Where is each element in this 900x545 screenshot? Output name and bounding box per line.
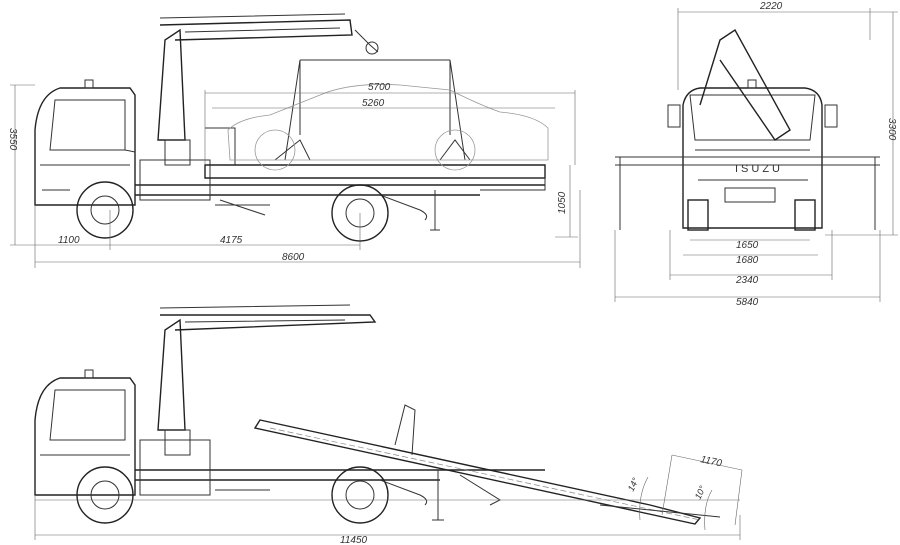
truck-cab	[34, 79, 136, 206]
crane	[157, 13, 379, 166]
front-view: ISUZU 2220 3300 1650 1680 2340 5840	[614, 1, 898, 308]
brand-label: ISUZU	[735, 163, 783, 175]
dim-height-total: 3550	[7, 128, 18, 151]
side-view-transport: 3550 5700 5260 1050 1100 4175 8600	[7, 13, 581, 268]
dim-track-rear: 1680	[736, 255, 759, 266]
dim-height: 3300	[886, 118, 897, 141]
dim-body-width: 2340	[735, 275, 759, 286]
dim-front-overhang: 1100	[58, 235, 80, 246]
dim-car-length-outer: 5700	[368, 82, 391, 93]
dim-outrigger-span: 5840	[736, 297, 759, 308]
dim-width-top: 2220	[759, 1, 783, 12]
dim-car-length-inner: 5260	[362, 98, 385, 109]
dim-track-front: 1650	[736, 240, 759, 251]
chassis	[135, 159, 545, 231]
loading-dimension-lines	[34, 454, 743, 540]
lifting-frame	[274, 59, 471, 161]
dim-ramp-angle: 10°	[693, 484, 708, 501]
front-dimension-lines	[614, 8, 898, 302]
platform	[204, 127, 546, 191]
dim-length-total-loading: 11450	[340, 535, 368, 545]
dim-length-total: 8600	[282, 252, 305, 263]
dim-wheelbase: 4175	[220, 235, 243, 246]
dim-ramp-extension: 1170	[699, 454, 723, 469]
dim-platform-angle: 14°	[626, 476, 641, 493]
car-outline	[227, 84, 549, 171]
side-view-loading: 11450 1170 14° 10°	[34, 304, 743, 545]
dimension-lines	[10, 84, 581, 268]
front-wheel	[76, 181, 134, 239]
tilted-platform	[253, 404, 721, 525]
dim-platform-height: 1050	[557, 191, 568, 214]
